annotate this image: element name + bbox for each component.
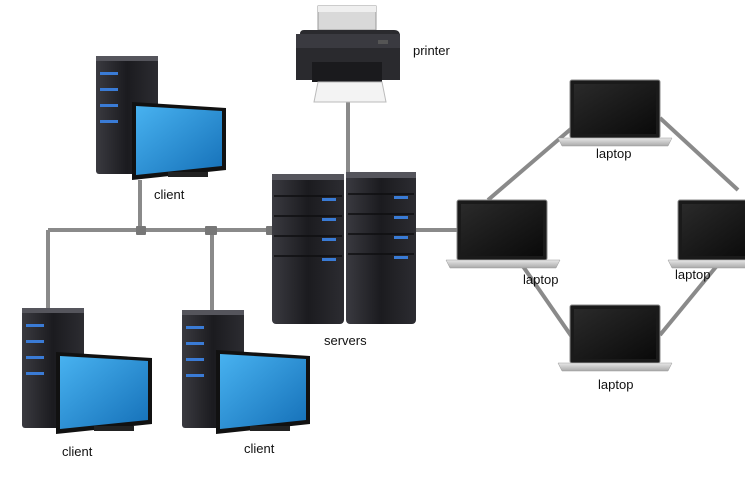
client-bottom-left-icon — [22, 308, 152, 434]
servers-label: servers — [324, 333, 367, 348]
printer-icon — [296, 5, 400, 103]
laptop-left-label: laptop — [523, 272, 559, 287]
laptop-right-label: laptop — [675, 267, 711, 282]
servers-icon — [272, 172, 416, 324]
client-top-label: client — [154, 187, 185, 202]
laptop-left-icon — [445, 199, 561, 269]
laptop-bottom-label: laptop — [598, 377, 634, 392]
cable-ring-4 — [658, 260, 722, 337]
cable-ring-2 — [658, 116, 740, 192]
laptop-top-label: laptop — [596, 146, 632, 161]
network-cables — [46, 100, 740, 342]
client-bottom-mid-label: client — [244, 441, 275, 456]
client-bottom-mid-icon — [182, 310, 310, 434]
cable-ring-3 — [518, 260, 576, 342]
laptop-top-icon — [557, 79, 673, 147]
laptop-bottom-icon — [557, 304, 673, 372]
cable-ring-1 — [486, 126, 574, 202]
client-top-icon — [96, 56, 226, 180]
client-bottom-left-label: client — [62, 444, 93, 459]
printer-label: printer — [413, 43, 450, 58]
laptop-right-icon — [667, 199, 745, 269]
